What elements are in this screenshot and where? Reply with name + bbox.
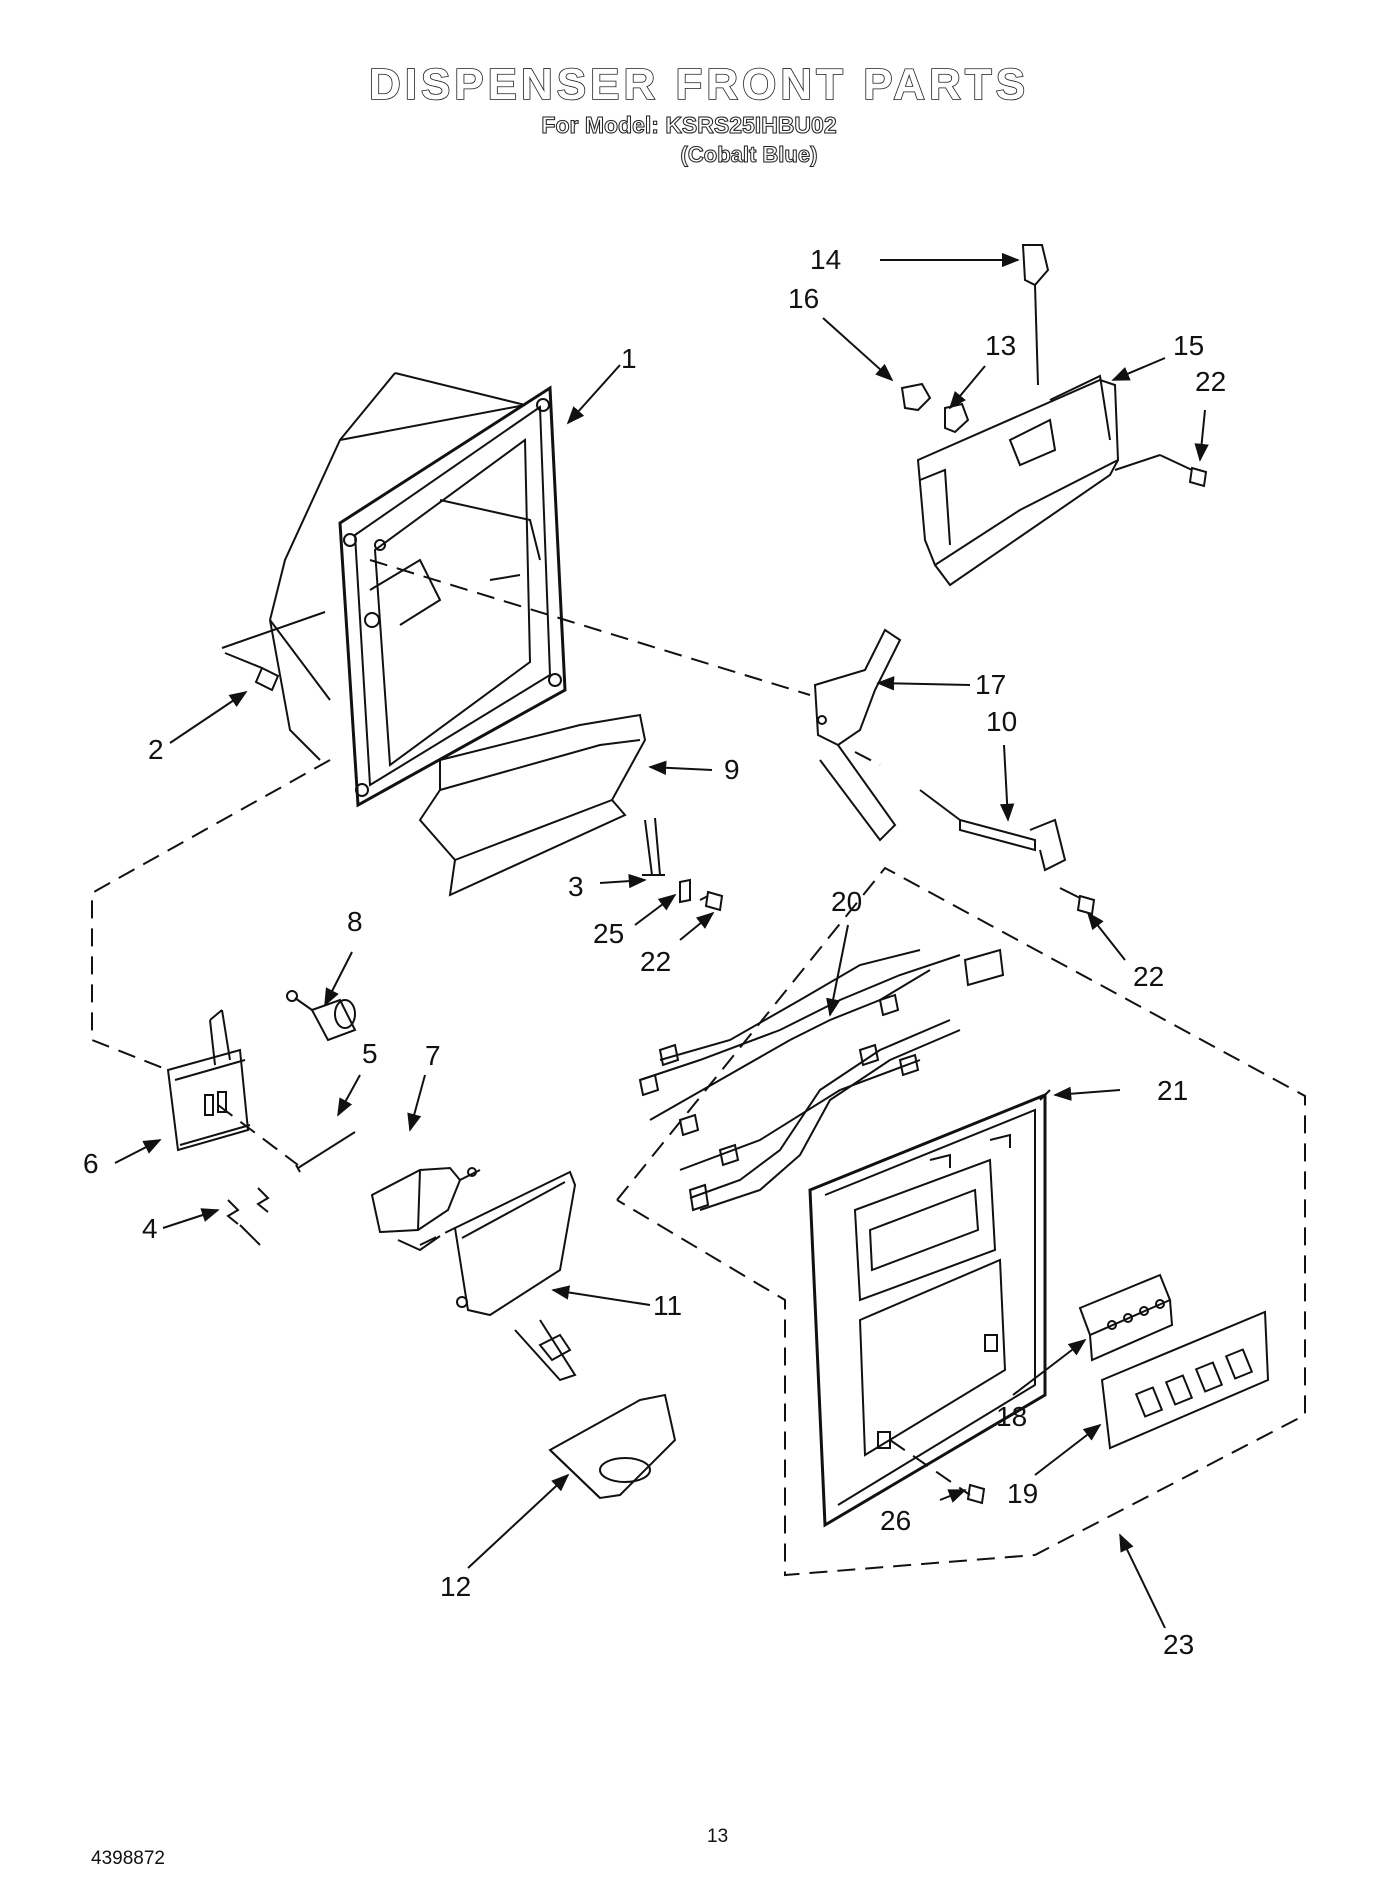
callout-2: 2 <box>148 734 164 765</box>
callout-22-right: 22 <box>1133 961 1165 992</box>
part-13-bulb-holder <box>945 404 968 432</box>
callout-16: 16 <box>788 283 820 314</box>
part-8-solenoid <box>287 991 355 1040</box>
part-7-actuator <box>372 1168 480 1250</box>
part-10-shaft <box>920 790 1065 870</box>
callout-15: 15 <box>1173 330 1205 361</box>
part-16-light-bulb <box>902 384 930 410</box>
part-3-spring <box>642 818 665 875</box>
callout-leaders <box>115 252 1209 1628</box>
part-11-door-flap <box>455 1172 575 1380</box>
part-14-bulb-socket <box>1023 245 1048 385</box>
part-2-screw <box>222 575 520 690</box>
callout-10: 10 <box>986 706 1018 737</box>
part-22-screw-right <box>1060 888 1094 914</box>
part-22-screw-top <box>1115 455 1206 486</box>
callout-7: 7 <box>425 1040 441 1071</box>
callout-14: 14 <box>810 244 842 275</box>
callout-21: 21 <box>1157 1075 1189 1106</box>
callout-18: 18 <box>996 1401 1028 1432</box>
callout-6: 6 <box>83 1148 99 1179</box>
part-1-chute-housing <box>270 373 565 805</box>
callout-17: 17 <box>975 669 1007 700</box>
part-15-light-housing <box>918 376 1118 585</box>
callout-26: 26 <box>880 1505 912 1536</box>
part-22-screw-mid <box>700 892 722 910</box>
callout-23: 23 <box>1163 1629 1195 1660</box>
part-5-pin <box>296 1132 355 1172</box>
part-18-control-board <box>1080 1275 1172 1360</box>
part-25-clip <box>680 880 690 902</box>
callout-12: 12 <box>440 1571 472 1602</box>
dashed-guide-lines <box>92 560 1305 1575</box>
callout-4: 4 <box>142 1213 158 1244</box>
callout-20: 20 <box>831 886 863 917</box>
part-17-actuator-lever <box>815 630 900 840</box>
callout-8: 8 <box>347 906 363 937</box>
document-number: 4398872 <box>91 1848 165 1869</box>
part-21-front-panel <box>810 1090 1050 1525</box>
callout-13: 13 <box>985 330 1017 361</box>
diagram-title: DISPENSER FRONT PARTS <box>368 59 1030 110</box>
callout-9: 9 <box>724 754 740 785</box>
part-12-drip-tray <box>550 1395 675 1498</box>
callout-22-top: 22 <box>1195 366 1227 397</box>
callout-22-mid: 22 <box>640 946 672 977</box>
part-6-switch-assembly <box>168 1010 250 1150</box>
part-4-springs <box>228 1188 268 1245</box>
model-line: For Model: KSRS25IHBU02 <box>541 112 837 139</box>
callout-25: 25 <box>593 918 625 949</box>
part-20-wire-harness <box>640 950 1003 1210</box>
callout-5: 5 <box>362 1038 378 1069</box>
callout-3: 3 <box>568 871 584 902</box>
callout-1: 1 <box>621 343 637 374</box>
page-number: 13 <box>707 1826 729 1847</box>
callout-11: 11 <box>653 1290 683 1321</box>
part-9-trim <box>420 715 645 895</box>
part-26-screw <box>968 1485 984 1503</box>
color-line: (Cobalt Blue) <box>680 142 818 168</box>
callout-19: 19 <box>1007 1478 1039 1509</box>
part-19-control-overlay <box>1102 1312 1268 1448</box>
